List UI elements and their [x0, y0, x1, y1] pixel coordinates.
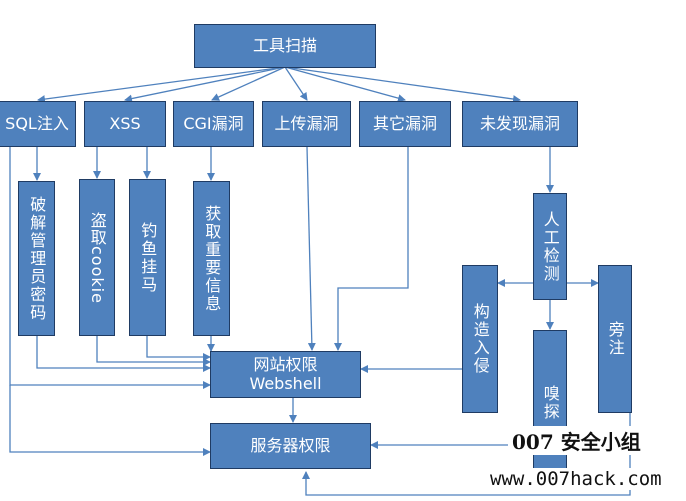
arrow-scan-xss — [124, 66, 286, 103]
node-side-note: 旁注 — [598, 265, 632, 413]
watermark-url: www.007hack.com — [486, 468, 666, 490]
node-side-note-label: 旁注 — [605, 321, 625, 357]
arrow-scan-sql — [37, 66, 286, 104]
arrow-scan-upload — [284, 66, 308, 101]
node-manual-detect-label: 人工检测 — [540, 210, 560, 283]
node-sql-injection-label: SQL注入 — [5, 113, 69, 133]
node-steal-cookie: 盗取cookie — [79, 179, 115, 336]
node-crack-admin: 破解管理员密码 — [18, 181, 55, 336]
node-webshell-label-2: Webshell — [249, 373, 322, 393]
node-phishing-label: 钓鱼挂马 — [138, 221, 158, 294]
node-upload: 上传漏洞 — [262, 101, 351, 147]
arrow-other-webshell — [334, 147, 409, 351]
node-other: 其它漏洞 — [359, 101, 451, 147]
node-server-label: 服务器权限 — [250, 435, 331, 455]
node-xss-label: XSS — [109, 113, 141, 133]
node-webshell-label-1: 网站权限 — [253, 355, 318, 375]
node-cgi-label: CGI漏洞 — [183, 113, 244, 133]
arrow-sql-server-long — [9, 385, 211, 456]
arrow-upload-webshell — [306, 146, 316, 351]
arrow-scan-cgi — [211, 66, 286, 101]
node-undiscovered: 未发现漏洞 — [462, 101, 578, 147]
arrow-scan-other — [284, 66, 406, 103]
node-manual-detect: 人工检测 — [533, 193, 567, 300]
node-crack-admin-label: 破解管理员密码 — [27, 195, 47, 322]
node-xss: XSS — [84, 101, 166, 147]
node-tool-scan-label: 工具扫描 — [252, 35, 317, 55]
node-get-info-label: 获取重要信息 — [202, 204, 222, 313]
node-steal-cookie-label: 盗取cookie — [87, 211, 107, 304]
node-get-info: 获取重要信息 — [193, 181, 230, 336]
arrow-scan-undiscovered — [284, 66, 521, 103]
node-sql-injection: SQL注入 — [0, 101, 76, 147]
node-tool-scan: 工具扫描 — [194, 24, 376, 68]
arrow-cookie-webshell — [96, 336, 211, 366]
node-server: 服务器权限 — [210, 423, 371, 469]
node-undiscovered-label: 未发现漏洞 — [479, 113, 560, 133]
node-sniff-label: 嗅探 — [540, 384, 560, 421]
node-webshell: 网站权限 Webshell — [210, 351, 361, 398]
node-other-label: 其它漏洞 — [372, 113, 437, 133]
node-phishing: 钓鱼挂马 — [129, 179, 166, 336]
node-construct: 构造入侵 — [462, 265, 498, 413]
node-cgi: CGI漏洞 — [173, 101, 254, 147]
watermark-group: 007 安全小组 — [508, 426, 645, 455]
arrow-phishing-webshell — [146, 336, 211, 361]
node-upload-label: 上传漏洞 — [274, 113, 339, 133]
arrow-crack-webshell — [36, 336, 211, 372]
node-construct-label: 构造入侵 — [470, 303, 490, 375]
